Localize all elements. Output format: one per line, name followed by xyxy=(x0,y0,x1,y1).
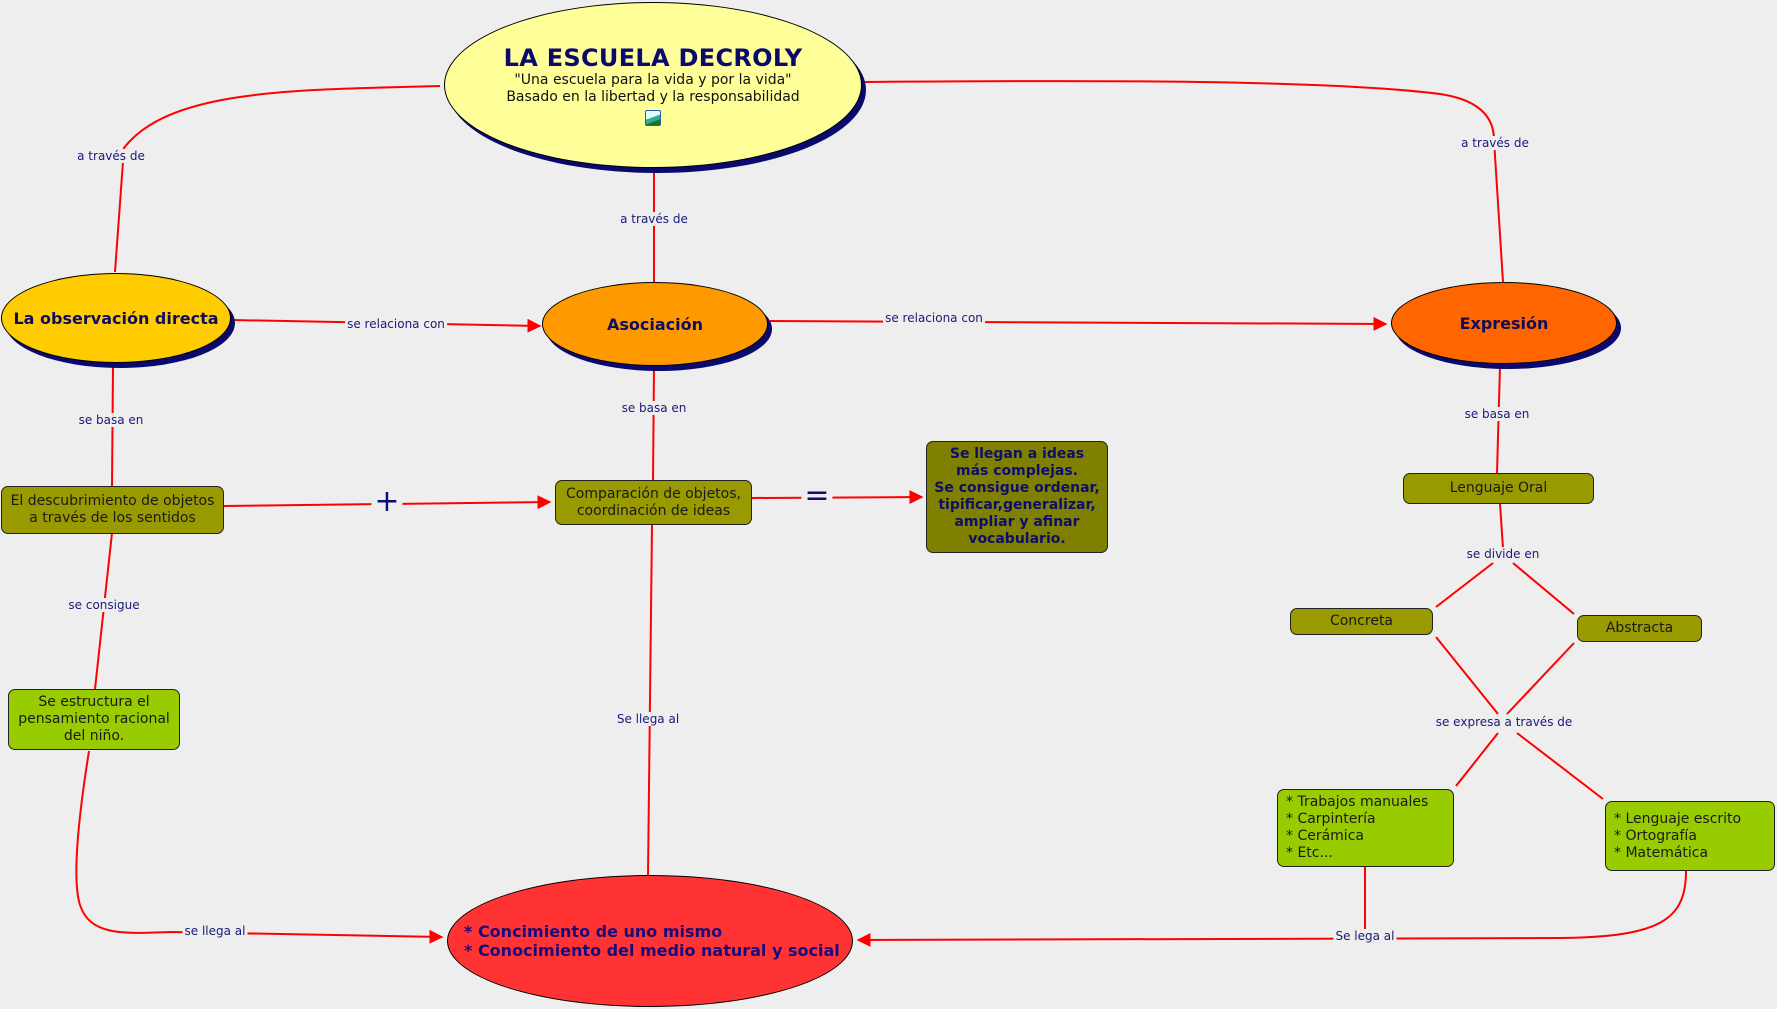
link-asociacion-expresion xyxy=(769,316,1388,331)
link-asociacion-comparacion xyxy=(652,366,655,481)
ideas-line-1: Se llegan a ideas xyxy=(949,446,1085,462)
link-label-basa-right: se basa en xyxy=(1462,407,1532,421)
link-concreta-expresa xyxy=(1435,636,1499,715)
link-label-expresa: se expresa a través de xyxy=(1433,715,1575,729)
concept-asociacion-label: Asociación xyxy=(606,314,703,334)
ideas-line-3: Se consigue ordenar, xyxy=(934,480,1100,496)
lenguaje-oral-label: Lenguaje Oral xyxy=(1449,480,1548,496)
concept-abstracta[interactable]: Abstracta xyxy=(1577,615,1702,642)
trabajos-line-4: * Etc... xyxy=(1286,845,1333,861)
concept-descubrimiento[interactable]: El descubrimiento de objetos a través de… xyxy=(1,486,224,534)
main-title: LA ESCUELA DECROLY xyxy=(503,44,803,72)
link-divide-abstracta xyxy=(1512,562,1575,615)
concept-observacion[interactable]: La observación directa xyxy=(1,273,231,363)
title-subtitle-2: Basado en la libertad y la responsabilid… xyxy=(506,89,800,105)
concept-lenguaje-escrito[interactable]: * Lenguaje escrito * Ortografía * Matemá… xyxy=(1605,801,1775,871)
concept-expresion[interactable]: Expresión xyxy=(1391,282,1617,364)
link-label-divide: se divide en xyxy=(1464,547,1542,561)
estructura-line-2: pensamiento racional xyxy=(18,711,170,727)
link-title-expresion xyxy=(863,80,1504,283)
trabajos-line-2: * Carpintería xyxy=(1286,811,1376,827)
ideas-line-5: ampliar y afinar xyxy=(954,514,1080,530)
link-comparacion-conocimiento xyxy=(647,524,653,876)
title-subtitle-1: "Una escuela para la vida y por la vida" xyxy=(514,72,792,88)
descubrimiento-line-2: a través de los sentidos xyxy=(29,510,196,526)
concept-estructura[interactable]: Se estructura el pensamiento racional de… xyxy=(8,689,180,750)
concept-trabajos[interactable]: * Trabajos manuales * Carpintería * Cerá… xyxy=(1277,789,1454,867)
escrito-line-2: * Ortografía xyxy=(1614,827,1697,844)
link-divide-concreta xyxy=(1435,562,1494,608)
link-lenguaje-divide xyxy=(1499,503,1504,549)
concept-asociacion[interactable]: Asociación xyxy=(542,282,768,366)
ideas-line-4: tipificar,generalizar, xyxy=(938,497,1096,513)
estructura-line-1: Se estructura el xyxy=(38,694,150,710)
conocimiento-line-2: * Conocimiento del medio natural y socia… xyxy=(464,941,840,960)
link-title-observacion xyxy=(114,85,441,273)
estructura-line-3: del niño. xyxy=(63,728,125,744)
ideas-line-2: más complejas. xyxy=(956,463,1078,479)
ideas-line-6: vocabulario. xyxy=(968,531,1066,547)
escrito-line-1: * Lenguaje escrito xyxy=(1614,810,1742,827)
concept-ideas-complejas[interactable]: Se llegan a ideas más complejas. Se cons… xyxy=(926,441,1108,553)
descubrimiento-line-1: El descubrimiento de objetos xyxy=(10,493,215,509)
equals-operator: = xyxy=(801,481,833,511)
title-node[interactable]: LA ESCUELA DECROLY "Una escuela para la … xyxy=(444,2,862,168)
concept-conocimiento[interactable]: * Concimiento de uno mismo * Conocimient… xyxy=(447,875,853,1007)
comparacion-line-1: Comparación de objetos, xyxy=(566,485,741,502)
link-abstracta-expresa xyxy=(1506,642,1575,715)
link-label-llega-left: se llega al xyxy=(182,924,248,938)
link-expresa-escrito xyxy=(1516,732,1604,800)
link-label-lega-right: Se lega al xyxy=(1333,929,1397,943)
concept-expresion-label: Expresión xyxy=(1459,313,1549,333)
concept-concreta[interactable]: Concreta xyxy=(1290,608,1433,635)
link-label-basa-center: se basa en xyxy=(619,401,689,415)
trabajos-line-3: * Cerámica xyxy=(1286,828,1364,844)
link-label-consigue: se consigue xyxy=(66,598,142,612)
trabajos-line-1: * Trabajos manuales xyxy=(1286,794,1429,810)
link-label-right-traves: a través de xyxy=(1459,136,1531,150)
link-label-center-traves: a través de xyxy=(618,212,690,226)
link-label-llega-center: Se llega al xyxy=(614,712,682,726)
link-label-left-traves: a través de xyxy=(75,149,147,163)
concreta-label: Concreta xyxy=(1329,613,1394,629)
link-estructura-conocimiento xyxy=(75,750,444,944)
link-escrito-conocimiento xyxy=(856,870,1687,947)
escrito-line-3: * Matemática xyxy=(1614,844,1709,861)
link-comparacion-ideas xyxy=(751,490,924,505)
abstracta-label: Abstracta xyxy=(1605,620,1674,636)
link-label-relaciona-1: se relaciona con xyxy=(345,317,447,331)
concept-lenguaje-oral[interactable]: Lenguaje Oral xyxy=(1403,473,1594,504)
concept-observacion-label: La observación directa xyxy=(13,308,219,328)
plus-operator: + xyxy=(371,487,403,517)
concept-comparacion[interactable]: Comparación de objetos, coordinación de … xyxy=(555,480,752,525)
image-icon[interactable] xyxy=(645,110,661,126)
link-label-relaciona-2: se relaciona con xyxy=(883,311,985,325)
link-label-basa-left: se basa en xyxy=(76,413,146,427)
conocimiento-line-1: * Concimiento de uno mismo xyxy=(464,922,723,941)
link-expresa-trabajos xyxy=(1455,732,1499,787)
comparacion-line-2: coordinación de ideas xyxy=(576,502,731,519)
